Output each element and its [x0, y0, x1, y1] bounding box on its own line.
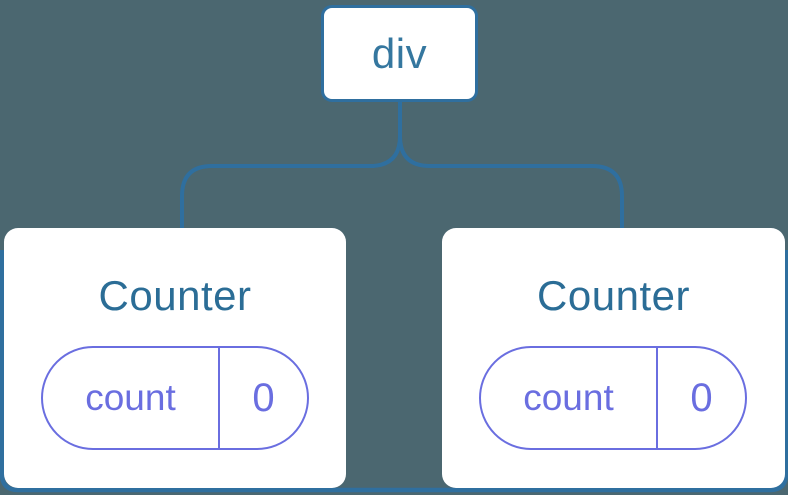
state-value: 0 [252, 375, 275, 420]
state-key: count [43, 348, 220, 448]
state-value: 0 [690, 375, 713, 420]
state-key: count [481, 348, 658, 448]
counter-card-left: Counter count 0 [4, 228, 346, 488]
connector-right [398, 98, 624, 232]
connector-left [180, 98, 402, 232]
state-pill: count 0 [41, 346, 309, 450]
cropped-frame-outline [0, 250, 788, 493]
component-title: Counter [98, 272, 252, 319]
component-title: Counter [537, 272, 690, 319]
root-node-label: div [371, 29, 428, 77]
state-pill: count 0 [479, 346, 747, 450]
counter-card-right: Counter count 0 [442, 228, 785, 488]
root-node-div: div [321, 5, 478, 102]
